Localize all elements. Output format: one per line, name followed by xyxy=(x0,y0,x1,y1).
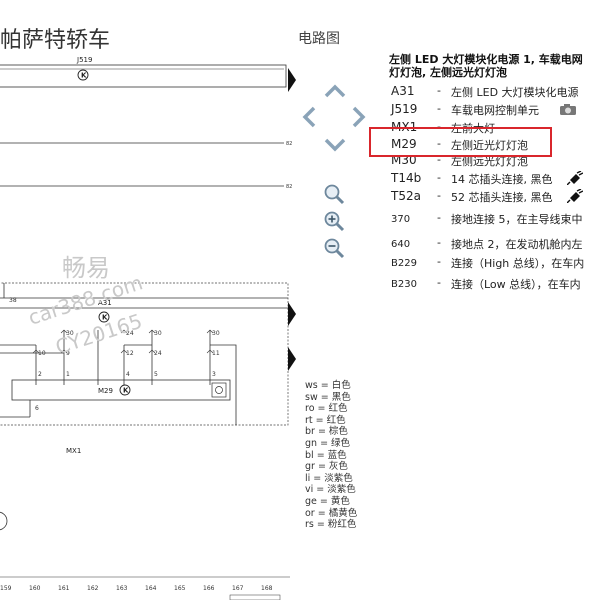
svg-text:K: K xyxy=(123,387,129,395)
a31-label: A31 xyxy=(98,299,112,307)
m29-label: M29 xyxy=(98,387,113,395)
j519-label: J519 xyxy=(76,56,92,64)
svg-text:24: 24 xyxy=(154,350,162,357)
pan-up-icon[interactable] xyxy=(324,84,346,98)
svg-text:12: 12 xyxy=(126,350,134,357)
svg-text:9: 9 xyxy=(66,350,70,357)
svg-text:K: K xyxy=(102,314,108,322)
svg-text:160: 160 xyxy=(29,585,41,592)
legend-item-m29[interactable]: M29 - 左侧近光灯灯泡 xyxy=(391,137,528,152)
legend-item-370[interactable]: 370 - 接地连接 5，在主导线束中 xyxy=(391,211,583,226)
zoom-fit-icon[interactable] xyxy=(323,183,345,205)
svg-text:159: 159 xyxy=(0,585,12,592)
svg-text:161: 161 xyxy=(58,585,70,592)
legend-item-a31[interactable]: A31 - 左侧 LED 大灯模块化电源 xyxy=(391,84,579,99)
page-next-arrow-icon[interactable] xyxy=(288,347,296,371)
svg-text:30: 30 xyxy=(154,330,162,337)
legend-item-t52a[interactable]: T52a - 52 芯插头连接, 黑色 xyxy=(389,189,600,207)
svg-text:168: 168 xyxy=(261,585,273,592)
pan-left-icon[interactable] xyxy=(302,106,316,128)
svg-text:24: 24 xyxy=(126,330,134,337)
svg-text:10: 10 xyxy=(38,350,46,357)
section-title: 电路图 xyxy=(298,31,340,47)
page-next-arrow-icon[interactable] xyxy=(288,302,296,326)
legend-item-b230[interactable]: B230 - 连接（Low 总线），在车内 xyxy=(391,276,581,291)
svg-text:4: 4 xyxy=(126,371,130,378)
pan-right-icon[interactable] xyxy=(352,106,366,128)
zoom-in-icon[interactable] xyxy=(323,210,345,232)
legend-item-j519[interactable]: J519 - 车载电网控制单元 xyxy=(389,102,600,120)
camera-icon[interactable] xyxy=(559,103,577,116)
line-ref-2: 82 xyxy=(286,184,292,190)
wiring-diagram: K J519 82 82 A31 K 38 30 24 30 30 10 9 1… xyxy=(0,56,292,600)
connector-plug-icon[interactable] xyxy=(567,171,583,185)
zoom-out-icon[interactable] xyxy=(323,237,345,259)
svg-text:2: 2 xyxy=(38,371,42,378)
connector-plug-icon[interactable] xyxy=(567,189,583,203)
svg-text:163: 163 xyxy=(116,585,128,592)
svg-text:30: 30 xyxy=(212,330,220,337)
svg-text:K: K xyxy=(81,72,87,80)
svg-text:167: 167 xyxy=(232,585,244,592)
legend-heading: 左侧 LED 大灯模块化电源 1, 车载电网 灯灯泡, 左侧远光灯灯泡 xyxy=(389,53,583,79)
svg-text:162: 162 xyxy=(87,585,99,592)
svg-text:6: 6 xyxy=(35,405,39,412)
svg-text:38: 38 xyxy=(9,297,17,304)
wire-color-legend: ws = 白色 sw = 黑色 ro = 红色 rt = 红色 br = 棕色 … xyxy=(305,380,358,531)
svg-text:1: 1 xyxy=(66,371,70,378)
legend-item-b229[interactable]: B229 - 连接（High 总线），在车内 xyxy=(391,255,585,270)
svg-text:3: 3 xyxy=(212,371,216,378)
legend-item-t14b[interactable]: T14b - 14 芯插头连接, 黑色 xyxy=(389,171,600,189)
svg-text:11: 11 xyxy=(212,350,220,357)
page-next-arrow-icon[interactable] xyxy=(288,68,296,92)
line-ref-1: 82 xyxy=(286,141,292,147)
svg-text:164: 164 xyxy=(145,585,157,592)
svg-text:165: 165 xyxy=(174,585,186,592)
svg-text:166: 166 xyxy=(203,585,215,592)
m29-highlight-box xyxy=(369,127,552,157)
svg-text:30: 30 xyxy=(66,330,74,337)
legend-item-640[interactable]: 640 - 接地点 2，在发动机舱内左 xyxy=(391,236,583,251)
mx1-label: MX1 xyxy=(66,447,81,455)
page-title: 帕萨特轿车 xyxy=(0,28,111,53)
pan-down-icon[interactable] xyxy=(324,138,346,152)
svg-text:5: 5 xyxy=(154,371,158,378)
